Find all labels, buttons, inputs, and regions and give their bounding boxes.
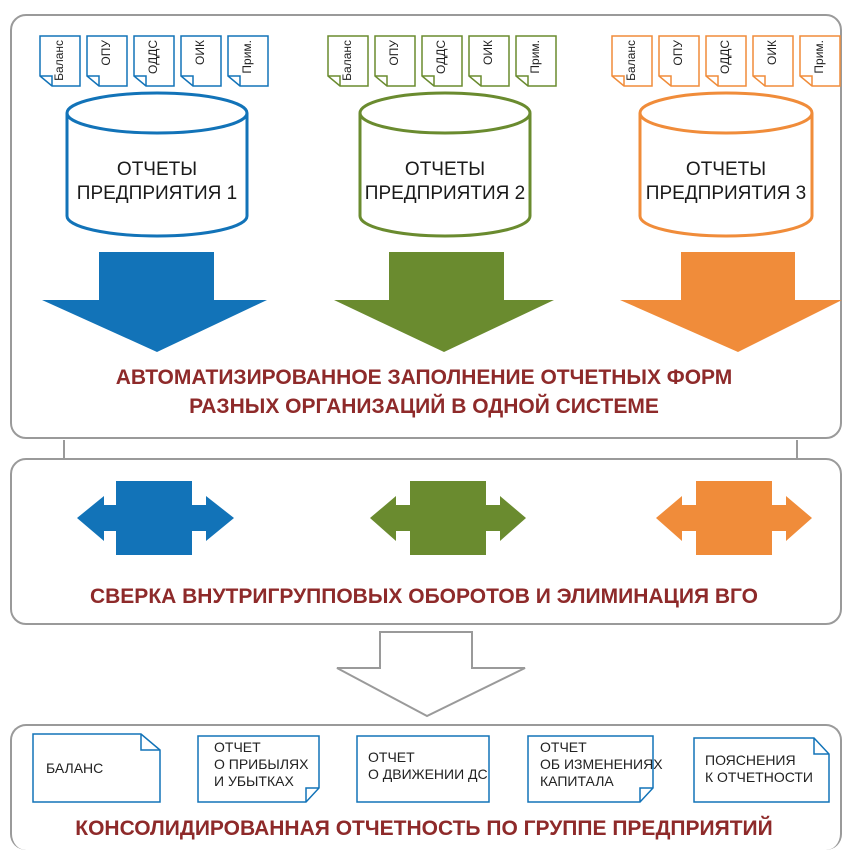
report-balance-label: БАЛАНС bbox=[46, 760, 104, 776]
doc-tab-oik-3: ОИК bbox=[765, 40, 779, 65]
cylinder-enterprise-3 bbox=[638, 91, 814, 238]
enterprise-3-label: ОТЧЕТЫ ПРЕДПРИЯТИЯ 3 bbox=[645, 159, 807, 204]
report-pnl-label: ОТЧЕТ О ПРИБЫЛЯХ И УБЫТКАХ bbox=[214, 739, 309, 789]
double-arrow-green bbox=[370, 481, 526, 555]
reconciliation-caption: СВЕРКА ВНУТРИГРУППОВЫХ ОБОРОТОВ И ЭЛИМИН… bbox=[89, 585, 759, 608]
doc-tab-opu-3: ОПУ bbox=[671, 40, 685, 66]
doc-tab-opu-2: ОПУ bbox=[387, 40, 401, 66]
down-arrow-green bbox=[334, 252, 554, 352]
auto-fill-caption-line1: АВТОМАТИЗИРОВАННОЕ ЗАПОЛНЕНИЕ ОТЧЕТНЫХ Ф… bbox=[115, 366, 733, 389]
doc-tab-odds-3: ОДДС bbox=[718, 40, 732, 74]
hollow-down-arrow bbox=[336, 631, 526, 718]
doc-tab-odds-1: ОДДС bbox=[146, 40, 160, 74]
double-arrow-blue bbox=[77, 481, 234, 555]
doc-tabs-enterprise-2 bbox=[327, 35, 557, 87]
report-cashflow-label: ОТЧЕТ О ДВИЖЕНИИ ДС bbox=[368, 749, 488, 782]
doc-tabs-enterprise-1 bbox=[39, 35, 269, 87]
doc-tab-odds-2: ОДДС bbox=[434, 40, 448, 74]
doc-tab-balance-3: Баланс bbox=[624, 40, 638, 81]
doc-tab-notes-1: Прим. bbox=[240, 40, 254, 74]
down-arrow-blue bbox=[42, 252, 267, 352]
report-notes-label: ПОЯСНЕНИЯ К ОТЧЕТНОСТИ bbox=[705, 752, 813, 785]
enterprise-2-label: ОТЧЕТЫ ПРЕДПРИЯТИЯ 2 bbox=[364, 159, 526, 204]
consolidated-caption: КОНСОЛИДИРОВАННАЯ ОТЧЕТНОСТЬ ПО ГРУППЕ П… bbox=[75, 817, 773, 840]
doc-tabs-enterprise-3 bbox=[611, 35, 841, 87]
doc-tab-opu-1: ОПУ bbox=[99, 40, 113, 66]
doc-tab-oik-2: ОИК bbox=[481, 40, 495, 65]
cylinder-enterprise-2 bbox=[358, 91, 532, 238]
doc-tab-notes-3: Прим. bbox=[812, 40, 826, 74]
doc-tab-oik-1: ОИК bbox=[193, 40, 207, 65]
doc-tab-notes-2: Прим. bbox=[528, 40, 542, 74]
enterprise-1-label: ОТЧЕТЫ ПРЕДПРИЯТИЯ 1 bbox=[76, 159, 238, 204]
doc-tab-balance-1: Баланс bbox=[52, 40, 66, 81]
double-arrow-orange bbox=[656, 481, 812, 555]
auto-fill-caption-line2: РАЗНЫХ ОРГАНИЗАЦИЙ В ОДНОЙ СИСТЕМЕ bbox=[189, 395, 659, 418]
doc-tab-balance-2: Баланс bbox=[340, 40, 354, 81]
down-arrow-orange bbox=[620, 252, 842, 352]
report-equity-label: ОТЧЕТ ОБ ИЗМЕНЕНИЯХ КАПИТАЛА bbox=[540, 739, 663, 789]
report-docs bbox=[32, 733, 830, 803]
cylinder-enterprise-1 bbox=[65, 91, 249, 238]
